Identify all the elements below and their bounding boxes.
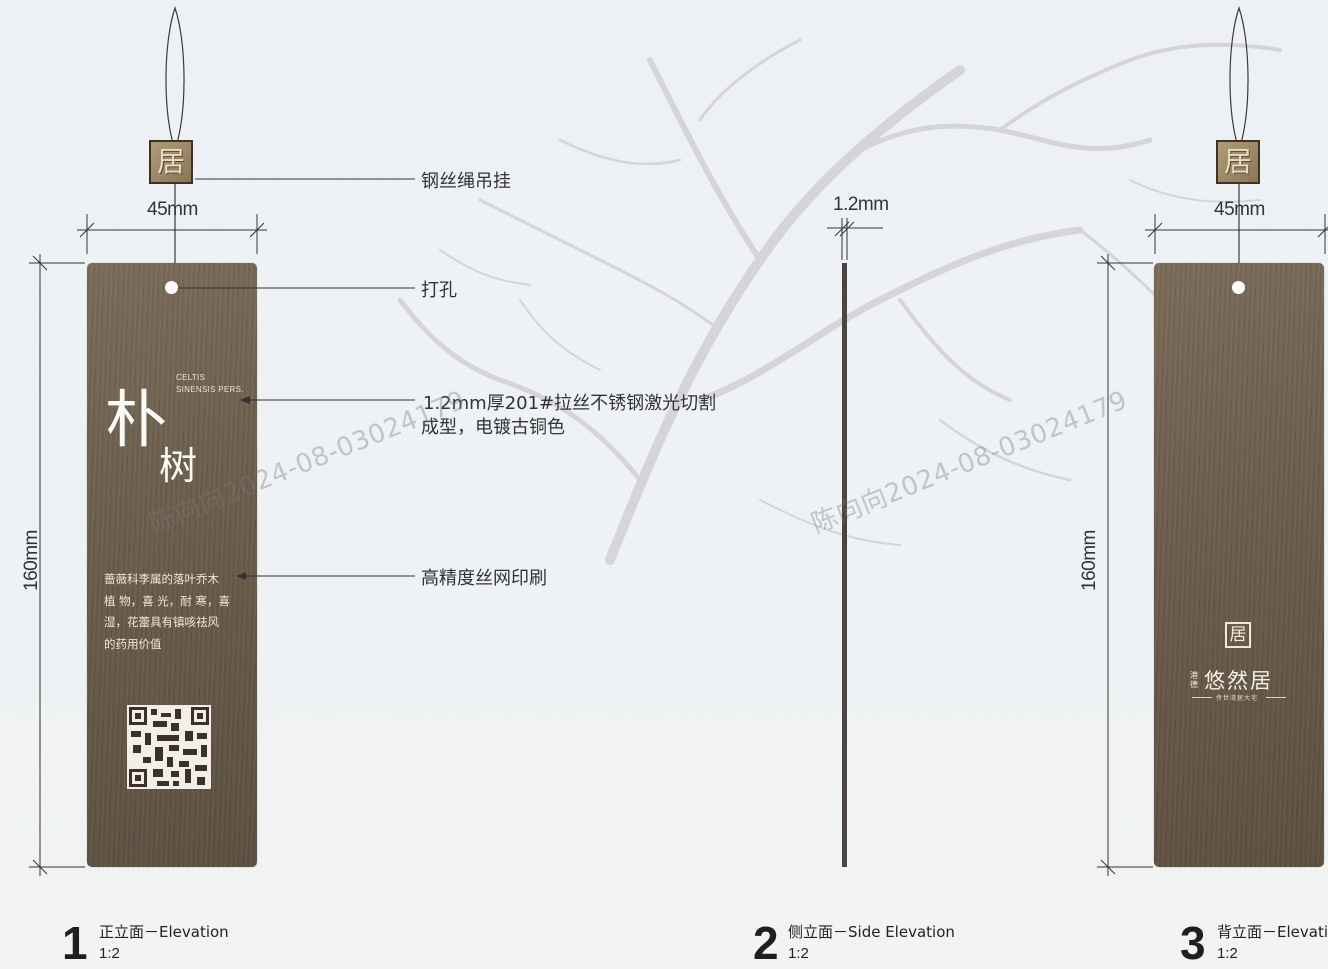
view-2-number: 2 bbox=[753, 917, 779, 969]
seal-character: 居 bbox=[1223, 145, 1252, 178]
callout-material-line2: 成型，电镀古铜色 bbox=[421, 417, 565, 438]
seal-character: 居 bbox=[156, 145, 185, 178]
back-width-label: 45mm bbox=[1214, 199, 1265, 220]
brand-rule-left bbox=[1192, 697, 1212, 698]
front-width-dimension-line bbox=[77, 214, 267, 254]
side-thickness-dimension bbox=[827, 218, 883, 260]
view-3-scale: 1:2 bbox=[1217, 945, 1238, 962]
qr-code bbox=[127, 705, 211, 789]
plant-description: 蔷薇科李属的落叶乔木 植 物，喜 光，耐 寒，喜 湿，花蕾具有镇咳祛风 的药用价… bbox=[104, 572, 230, 651]
brand-name: 悠然居 bbox=[1204, 669, 1273, 693]
side-thickness-label: 1.2mm bbox=[833, 194, 889, 215]
view-2-title: 侧立面－Side Elevation bbox=[788, 923, 955, 941]
view-3-title: 背立面－Elevation bbox=[1217, 923, 1328, 941]
view-3-number: 3 bbox=[1180, 917, 1206, 969]
back-tag-plate: 居 港德 悠然居 传世湾居大宅 bbox=[1154, 263, 1324, 867]
back-height-dimension-line bbox=[1097, 254, 1153, 876]
front-height-label: 160mm bbox=[21, 530, 42, 591]
back-width-dimension-line bbox=[1145, 214, 1328, 254]
front-seal-ornament: 居 bbox=[149, 140, 193, 184]
view-1-scale: 1:2 bbox=[99, 945, 120, 962]
hang-hole bbox=[165, 281, 178, 294]
callout-material-line1: 1.2mm厚201#拉丝不锈钢激光切割 bbox=[423, 393, 717, 414]
brand-seal-icon: 居 bbox=[1225, 622, 1251, 648]
view-1-number: 1 bbox=[62, 917, 88, 969]
title-character-1: 朴 bbox=[105, 383, 168, 456]
hang-hole bbox=[1232, 281, 1245, 294]
back-rope bbox=[1229, 6, 1249, 288]
view-1-title: 正立面－Elevation bbox=[99, 923, 229, 941]
side-tag-profile bbox=[842, 263, 847, 867]
back-height-label: 160mm bbox=[1079, 530, 1100, 591]
callout-leader-lines bbox=[178, 178, 415, 580]
latin-name-line1: CELTIS bbox=[176, 373, 206, 382]
latin-name-line2: SINENSIS PERS. bbox=[176, 385, 244, 394]
title-character-2: 树 bbox=[159, 444, 198, 488]
brand-rule-right bbox=[1266, 697, 1286, 698]
callout-rope: 钢丝绳吊挂 bbox=[421, 171, 511, 192]
front-width-label: 45mm bbox=[147, 199, 198, 220]
view-2-scale: 1:2 bbox=[788, 945, 809, 962]
brand-tagline: 传世湾居大宅 bbox=[1216, 695, 1259, 702]
brand-prefix: 港德 bbox=[1190, 671, 1198, 689]
front-tag-plate: CELTIS SINENSIS PERS. 朴 树 蔷薇科李属的落叶乔木 植 物… bbox=[87, 263, 257, 867]
back-seal-ornament: 居 bbox=[1216, 140, 1260, 184]
callout-hole: 打孔 bbox=[421, 280, 457, 301]
callout-print: 高精度丝网印刷 bbox=[421, 568, 547, 589]
front-height-dimension-line bbox=[29, 254, 85, 876]
front-rope bbox=[165, 6, 185, 288]
